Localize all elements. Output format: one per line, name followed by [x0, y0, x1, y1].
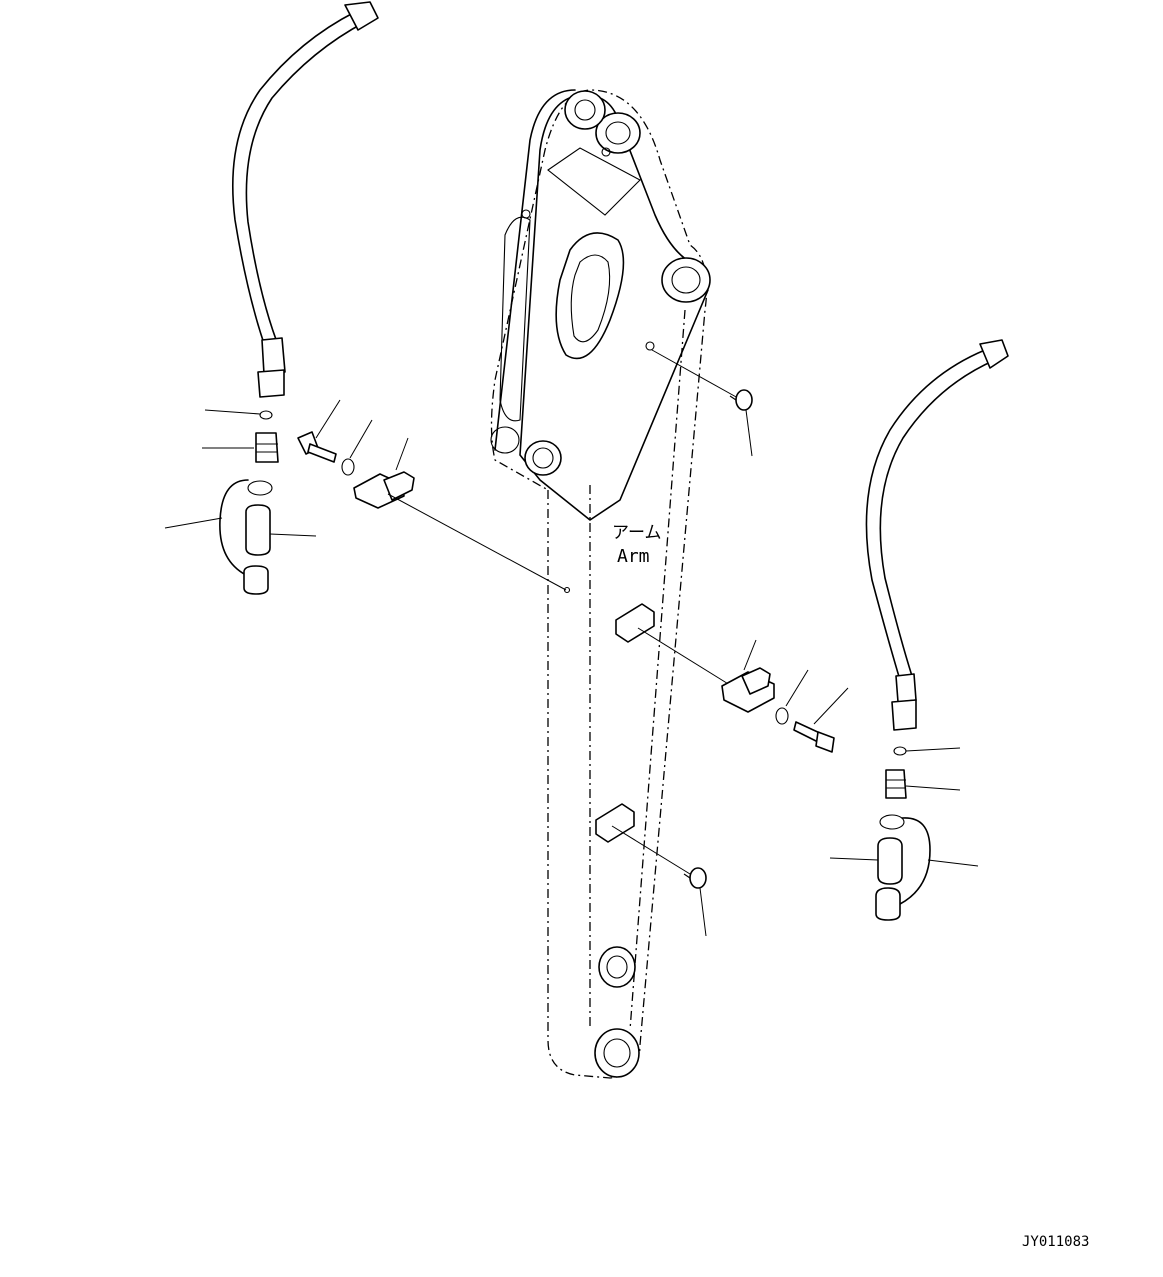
- drawing-id: JY011083: [1022, 1234, 1089, 1250]
- left-o-ring: [247, 480, 273, 496]
- arm-plugs: [611, 349, 753, 937]
- right-hose-end-top: [979, 339, 1009, 369]
- right-cap-tether: [899, 817, 931, 905]
- right-o-ring-small: [893, 746, 907, 756]
- right-adapter: [885, 769, 907, 799]
- arm-cutout: [555, 232, 625, 360]
- arm-body: [490, 89, 711, 1079]
- right-hose-assembly: [829, 339, 1009, 921]
- right-dust-cap: [875, 887, 901, 921]
- arm-label-jp: アーム: [612, 523, 661, 543]
- arm-label-en: Arm: [617, 546, 650, 567]
- left-o-ring-small: [259, 410, 273, 420]
- left-washer: [341, 458, 355, 476]
- right-clamp-parts: [637, 627, 849, 753]
- arm-bracket-lower: [595, 803, 635, 843]
- right-o-ring: [879, 814, 905, 830]
- top-pin-boss-front: [595, 112, 641, 154]
- top-pin-boss-rear: [564, 90, 606, 130]
- left-adapter: [255, 432, 279, 463]
- right-coupler: [877, 837, 903, 885]
- plug-lower: [689, 867, 707, 889]
- boom-pin-boss: [524, 440, 562, 476]
- right-hose-fitting: [895, 673, 917, 703]
- left-hose-assembly: [164, 1, 379, 595]
- left-cap-tether: [219, 479, 249, 576]
- left-hose-end-top: [344, 1, 379, 31]
- arm-bracket-upper: [615, 603, 655, 643]
- right-washer: [775, 707, 789, 725]
- right-hose: [865, 349, 986, 681]
- left-clamp-parts: [297, 399, 567, 591]
- left-hose: [232, 11, 356, 356]
- link-pin-boss: [598, 946, 636, 988]
- left-hose-fitting: [261, 337, 286, 375]
- plug-upper: [735, 389, 753, 411]
- left-dust-cap: [243, 565, 269, 595]
- cylinder-pin-boss: [661, 257, 711, 303]
- bucket-pin-boss: [594, 1028, 640, 1078]
- left-coupler: [245, 504, 271, 556]
